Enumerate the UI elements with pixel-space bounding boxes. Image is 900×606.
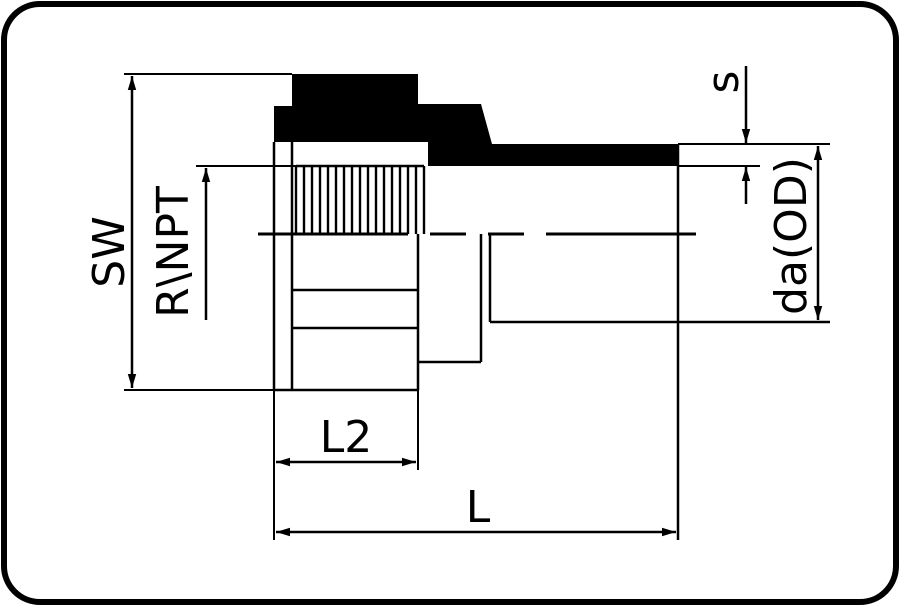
extension-lines xyxy=(124,73,830,540)
l2-label: L2 xyxy=(320,412,373,463)
sw-label: SW xyxy=(84,216,135,287)
l-label: L xyxy=(466,482,491,533)
s-label: s xyxy=(698,71,749,94)
fitting-outline xyxy=(272,142,830,540)
r-npt-label: R\NPT xyxy=(148,186,199,318)
da-od-label: da(OD) xyxy=(766,157,817,315)
fitting-section-solid xyxy=(274,74,678,166)
thread-hatching xyxy=(294,166,426,234)
